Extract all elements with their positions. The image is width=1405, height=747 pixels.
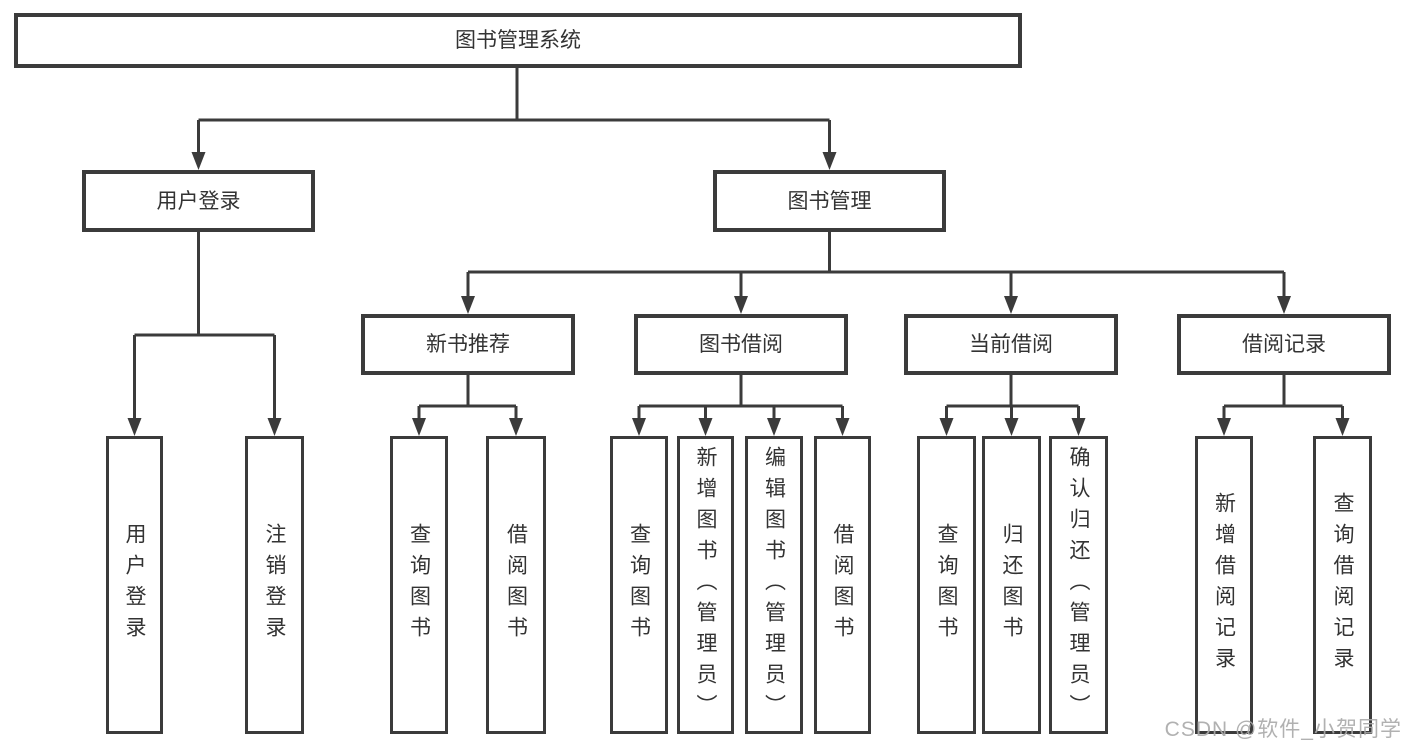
node-new-book-recommend-label: 新书推荐: [426, 333, 510, 356]
leaf-return-book: 归还图书: [982, 436, 1041, 734]
leaf-query-books-1-label: 查询图书: [407, 523, 431, 647]
node-root: 图书管理系统: [14, 13, 1022, 68]
node-root-label: 图书管理系统: [455, 29, 581, 52]
leaf-edit-book-admin-label: 编辑图书（管理员）: [762, 445, 786, 725]
leaf-query-books-3-label: 查询图书: [935, 523, 958, 647]
leaf-query-books-2: 查询图书: [610, 436, 668, 734]
connector-current-borrow: [939, 375, 1086, 436]
leaf-return-book-label: 归还图书: [1000, 523, 1023, 647]
leaf-add-borrow-record-label: 新增借阅记录: [1212, 492, 1236, 678]
leaf-user-login: 用户登录: [106, 436, 163, 734]
node-book-borrow-label: 图书借阅: [699, 333, 783, 356]
leaf-borrow-books-1: 借阅图书: [486, 436, 546, 734]
node-current-borrow: 当前借阅: [904, 314, 1118, 375]
leaf-add-borrow-record: 新增借阅记录: [1195, 436, 1253, 734]
node-borrow-records: 借阅记录: [1177, 314, 1391, 375]
leaf-edit-book-admin: 编辑图书（管理员）: [745, 436, 803, 734]
leaf-borrow-books-2-label: 借阅图书: [831, 523, 854, 647]
node-user-login: 用户登录: [82, 170, 315, 232]
leaf-logout: 注销登录: [245, 436, 304, 734]
connector-book-management: [461, 232, 1291, 314]
node-user-login-label: 用户登录: [156, 189, 241, 213]
leaf-user-login-label: 用户登录: [123, 523, 146, 647]
leaf-confirm-return-admin-label: 确认归还（管理员）: [1067, 445, 1090, 725]
leaf-query-books-3: 查询图书: [917, 436, 976, 734]
leaf-borrow-books-1-label: 借阅图书: [504, 523, 528, 647]
leaf-borrow-books-2: 借阅图书: [814, 436, 871, 734]
node-current-borrow-label: 当前借阅: [969, 333, 1053, 356]
node-book-management-label: 图书管理: [787, 189, 872, 213]
connector-new-book-recommend: [412, 375, 523, 436]
leaf-confirm-return-admin: 确认归还（管理员）: [1049, 436, 1108, 734]
leaf-logout-label: 注销登录: [263, 523, 286, 647]
leaf-query-books-1: 查询图书: [390, 436, 448, 734]
leaf-add-book-admin-label: 新增图书（管理员）: [694, 445, 717, 725]
node-book-borrow: 图书借阅: [634, 314, 848, 375]
leaf-query-books-2-label: 查询图书: [627, 523, 651, 647]
leaf-add-book-admin: 新增图书（管理员）: [677, 436, 734, 734]
csdn-watermark: CSDN @软件_小贺同学: [1164, 718, 1402, 741]
connector-borrow-records: [1217, 375, 1350, 436]
node-book-management: 图书管理: [713, 170, 946, 232]
node-borrow-records-label: 借阅记录: [1242, 333, 1326, 356]
leaf-query-borrow-record-label: 查询借阅记录: [1331, 492, 1354, 678]
connector-user-login: [127, 232, 282, 436]
connector-book-borrow: [632, 375, 850, 436]
leaf-query-borrow-record: 查询借阅记录: [1313, 436, 1372, 734]
node-new-book-recommend: 新书推荐: [361, 314, 575, 375]
connector-root: [191, 68, 837, 170]
